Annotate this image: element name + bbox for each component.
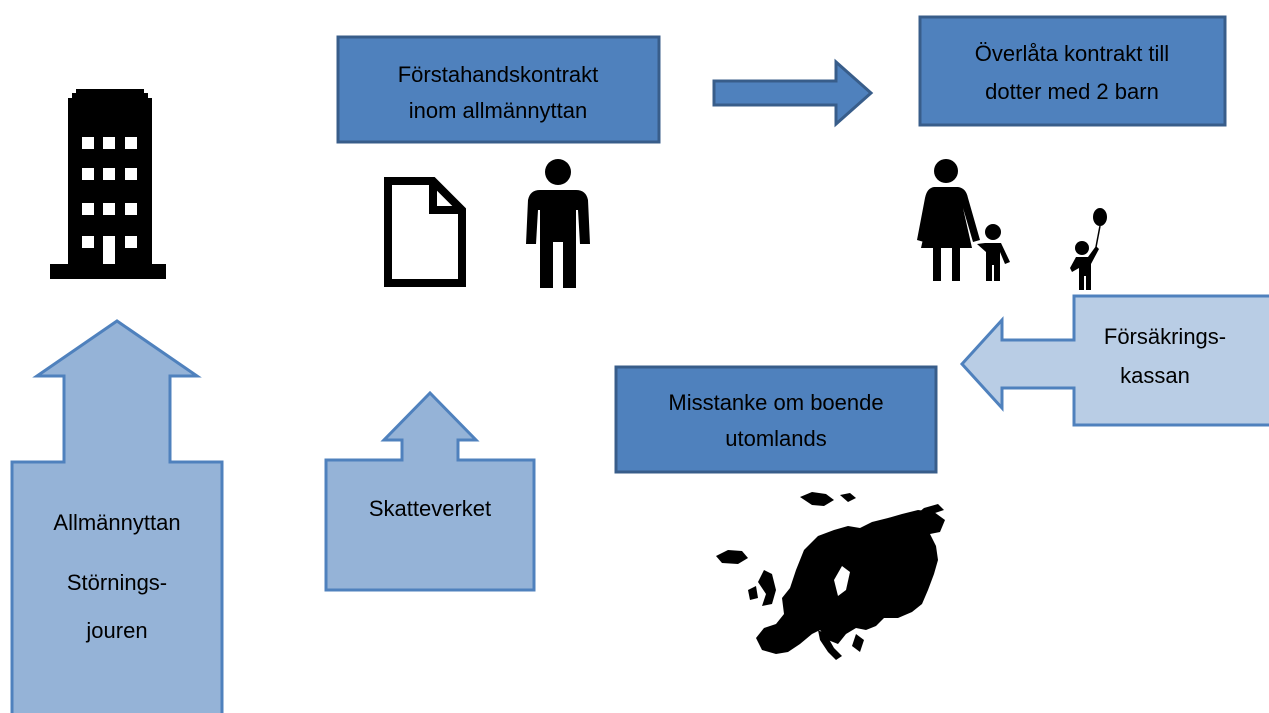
right-arrow (712, 58, 874, 128)
skatteverket-arrow: Skatteverket (324, 390, 536, 592)
building-icon (50, 89, 166, 279)
europe-map-icon (716, 492, 945, 660)
suspicion-box-line1: Misstanke om boende (668, 390, 883, 415)
storningsjouren-label-2: jouren (85, 618, 147, 643)
suspicion-box: Misstanke om boende utomlands (614, 365, 938, 474)
contract-box-line2: inom allmännyttan (409, 98, 588, 123)
contract-box: Förstahandskontrakt inom allmännyttan (336, 35, 661, 144)
forsakringskassan-arrow: Försäkrings- kassan (959, 294, 1269, 427)
forsakringskassan-label-1: Försäkrings- (1104, 324, 1226, 349)
transfer-box-line2: dotter med 2 barn (985, 79, 1159, 104)
allmannyttan-label: Allmännyttan (53, 510, 180, 535)
forsakringskassan-label-2: kassan (1120, 363, 1190, 388)
skatteverket-label: Skatteverket (369, 496, 491, 521)
transfer-box: Överlåta kontrakt till dotter med 2 barn (918, 15, 1227, 127)
suspicion-box-line2: utomlands (725, 426, 827, 451)
child-balloon-icon (1070, 208, 1107, 290)
person-icon (526, 159, 590, 288)
mother-child-icon (917, 159, 1010, 281)
transfer-box-line1: Överlåta kontrakt till (975, 41, 1169, 66)
allmannyttan-arrow: Allmännyttan Störnings- jouren (10, 319, 224, 713)
contract-box-line1: Förstahandskontrakt (398, 62, 599, 87)
storningsjouren-label-1: Störnings- (67, 570, 167, 595)
document-icon (384, 177, 466, 287)
